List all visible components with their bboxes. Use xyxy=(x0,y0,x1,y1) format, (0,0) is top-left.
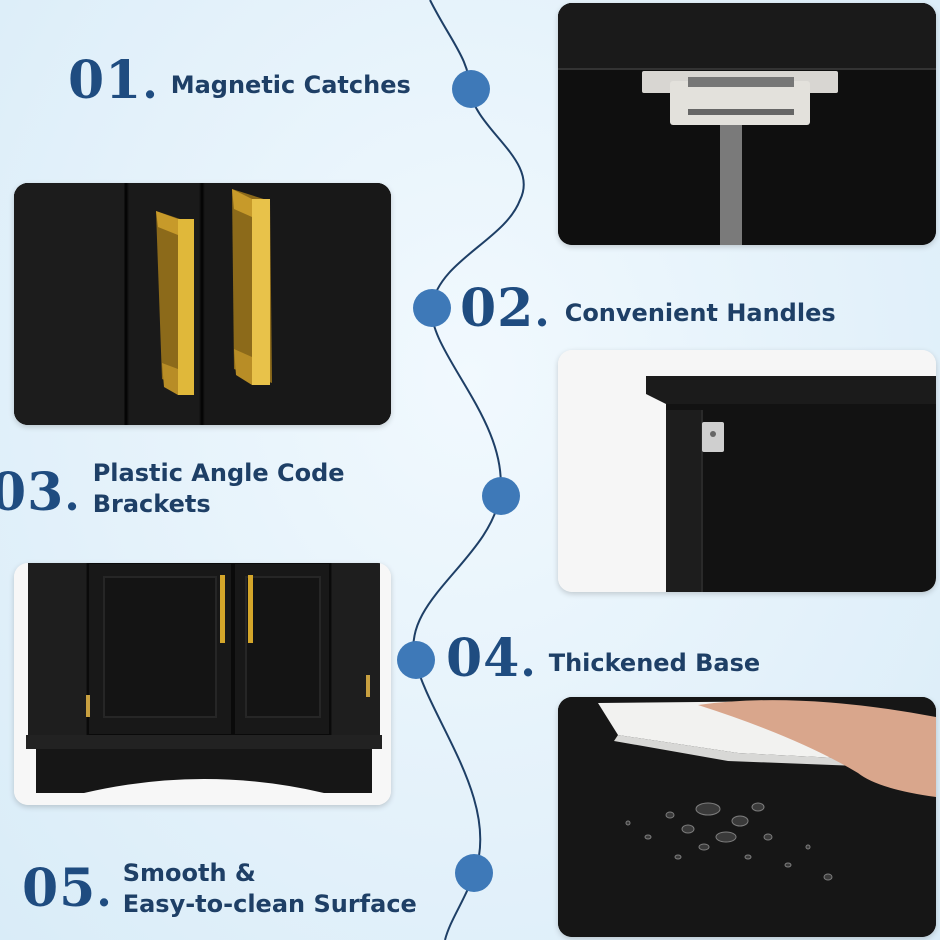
bracket-illustration xyxy=(558,350,936,592)
feature-dot-1 xyxy=(452,70,490,108)
angle-bracket-photo xyxy=(558,350,936,592)
feature-label: Smooth & Easy-to-clean Surface xyxy=(123,858,417,920)
feature-label-line: Easy-to-clean Surface xyxy=(122,890,417,919)
cabinet-illustration xyxy=(14,563,391,805)
feature-label: Thickened Base xyxy=(548,649,761,678)
magnetic-catch-illustration xyxy=(558,3,936,245)
surface-illustration xyxy=(558,697,936,937)
feature-dot-4 xyxy=(397,641,435,679)
gold-handles-photo xyxy=(14,183,391,425)
magnetic-catch-photo xyxy=(558,3,936,245)
feature-label-line: Plastic Angle Code xyxy=(92,459,345,487)
feature-label-line: Brackets xyxy=(92,490,211,519)
feature-number: 05. xyxy=(22,858,113,920)
feature-number: 03. xyxy=(0,462,81,524)
feature-number: 02. xyxy=(460,278,551,339)
feature-03: 03. Plastic Angle Code Brackets xyxy=(0,458,345,520)
water-droplets-surface-photo xyxy=(558,697,936,937)
cabinet-photo xyxy=(14,563,391,805)
feature-label: Plastic Angle Code Brackets xyxy=(93,458,345,520)
feature-label: Magnetic Catches xyxy=(170,71,411,100)
feature-05: 05. Smooth & Easy-to-clean Surface xyxy=(22,858,417,920)
feature-number: 01. xyxy=(68,50,159,111)
feature-01: 01. Magnetic Catches xyxy=(68,55,411,107)
feature-dot-2 xyxy=(413,289,451,327)
handles-illustration xyxy=(14,183,391,425)
feature-label: Convenient Handles xyxy=(564,299,836,328)
feature-number: 04. xyxy=(446,628,537,689)
feature-dot-5 xyxy=(455,854,493,892)
feature-dot-3 xyxy=(482,477,520,515)
feature-02: 02. Convenient Handles xyxy=(460,283,836,335)
feature-label-line: Smooth & xyxy=(122,859,256,887)
feature-04: 04. Thickened Base xyxy=(446,633,760,685)
